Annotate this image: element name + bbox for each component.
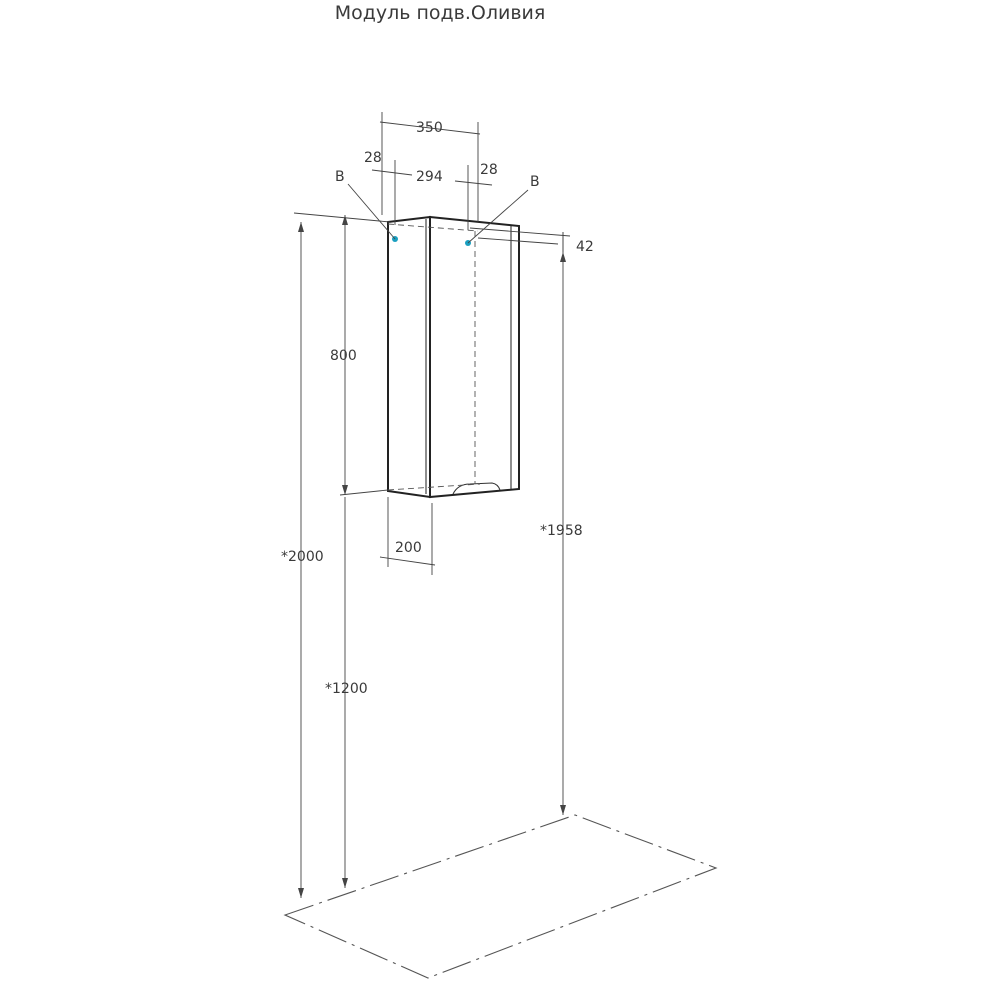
height-label: 800 (330, 348, 357, 364)
inner-width-label: 294 (416, 169, 443, 185)
dimension-mount-height: *1200 (325, 497, 368, 888)
width-total-label: 350 (416, 120, 443, 136)
mount-height-label: *1200 (325, 681, 368, 697)
mount-marker-right: B (465, 174, 540, 246)
cabinet-front-panel (387, 215, 431, 499)
mount-marker-left: B (335, 169, 398, 242)
side-left-label: 28 (364, 150, 382, 166)
arrowheads (298, 215, 566, 898)
right-height-label: *1958 (540, 523, 583, 539)
top-offset-label: 42 (576, 239, 594, 255)
floor-outline (283, 814, 718, 979)
total-height-label: *2000 (281, 549, 324, 565)
cabinet-door (429, 215, 520, 499)
dimension-inner-widths: 28 294 28 (364, 150, 498, 230)
dimension-total-height: *2000 (281, 222, 324, 898)
side-right-label: 28 (480, 162, 498, 178)
diagram-title: Модуль подв.Оливия (334, 2, 546, 24)
door-handle (452, 482, 501, 495)
dimension-top-offset: 42 (469, 227, 594, 255)
depth-label: 200 (395, 540, 422, 556)
hidden-top-edge (387, 223, 479, 232)
hidden-bottom-edge (387, 483, 481, 491)
cabinet (387, 215, 520, 499)
dimension-depth: 200 (379, 497, 436, 575)
marker-right-label: B (530, 174, 540, 190)
dimension-width-total: 350 (379, 112, 481, 222)
marker-left-label: B (335, 169, 345, 185)
dimension-right-height: *1958 (540, 232, 583, 815)
dimension-height: 800 (293, 212, 391, 496)
